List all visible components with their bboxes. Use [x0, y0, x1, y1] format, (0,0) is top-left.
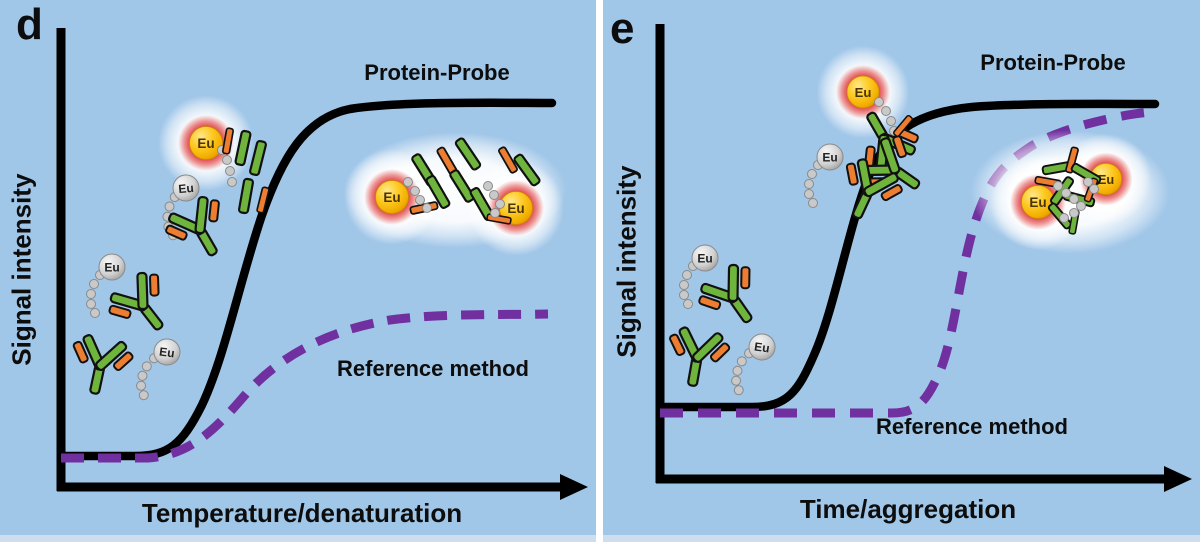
panel-d-axes — [56, 28, 588, 500]
eu-glowing-probe-icon — [815, 44, 911, 140]
panel-e-dashed-curve-reference — [660, 107, 1153, 418]
panel-d-denatured-bound-cluster — [343, 132, 567, 257]
x-axis-arrow-icon — [1164, 466, 1192, 492]
x-axis-arrow-icon — [560, 474, 588, 500]
panel-e-aggregate-bound-cluster — [970, 130, 1170, 254]
panel-divider — [596, 0, 603, 542]
panel-d-dashed-curve-reference — [61, 309, 549, 463]
panel-d-solid-curve-protein-probe — [56, 98, 557, 461]
